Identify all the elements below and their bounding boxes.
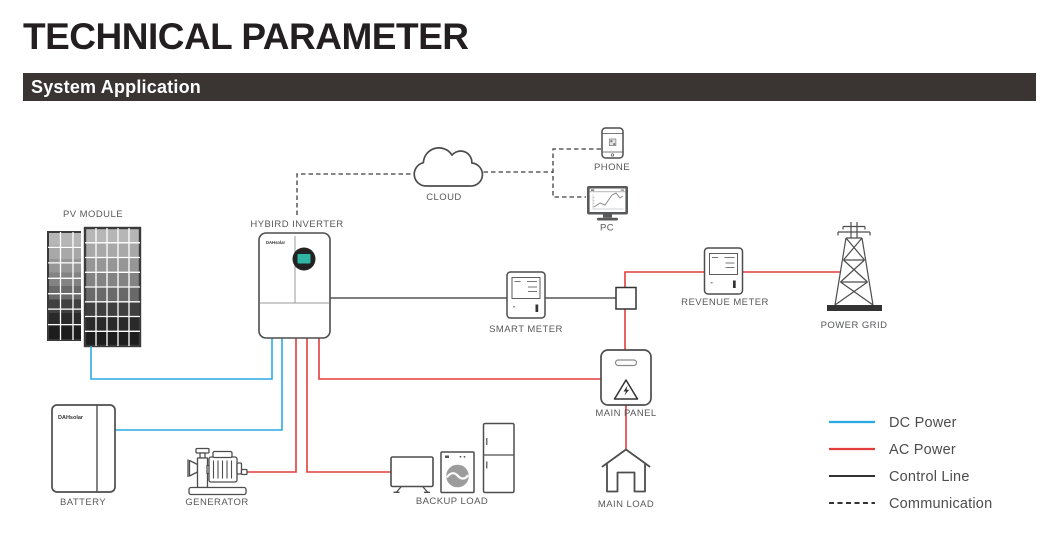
section-header: System Application	[23, 73, 1036, 101]
legend-item-communication: Communication	[829, 496, 992, 512]
smart-meter-icon	[506, 271, 546, 319]
revenue-meter-icon	[703, 247, 744, 295]
pc-icon	[587, 186, 628, 221]
main-load-label: MAIN LOAD	[598, 499, 654, 510]
wire-grid-run	[624, 271, 840, 350]
tv-icon	[390, 456, 434, 493]
wire-generator	[247, 338, 297, 473]
lightning-bolt-icon	[623, 385, 630, 396]
wire-inverter-to-main-panel	[318, 338, 601, 380]
warning-triangle-icon	[613, 379, 639, 400]
washing-machine-icon	[440, 451, 475, 494]
wire-inverter-to-cloud	[296, 173, 411, 215]
generator-icon	[187, 447, 248, 496]
battery-label: BATTERY	[60, 497, 106, 508]
inverter-label: HYBIRD INVERTER	[250, 219, 343, 230]
battery-brand-logo: DAHsolar	[58, 415, 84, 421]
power-grid-icon	[827, 222, 882, 311]
legend-item-control: Control Line	[829, 469, 970, 485]
section-header-label: System Application	[31, 76, 201, 97]
battery-icon: DAHsolar	[51, 404, 116, 493]
junction-box	[615, 286, 637, 310]
inverter-screen	[297, 254, 311, 264]
backup-load-label: BACKUP LOAD	[416, 496, 488, 507]
legend-label-dc: DC Power	[889, 415, 957, 431]
dc-power-wires	[90, 338, 283, 431]
pv-module-icon	[47, 224, 144, 350]
legend-item-ac: AC Power	[829, 442, 956, 458]
phone-icon	[601, 127, 624, 159]
smart-meter-label: SMART METER	[489, 324, 563, 335]
main-load-icon	[601, 448, 651, 493]
ac-power-wires	[247, 271, 840, 473]
cloud-label: CLOUD	[426, 192, 462, 203]
wire-backup-load	[306, 338, 391, 473]
legend-label-control: Control Line	[889, 469, 970, 485]
pv-module-label: PV MODULE	[63, 209, 123, 220]
legend-label-ac: AC Power	[889, 442, 956, 458]
phone-label: PHONE	[594, 162, 630, 173]
wire-battery-to-inverter	[113, 338, 283, 431]
communication-wires	[296, 148, 601, 215]
fridge-icon	[482, 422, 515, 494]
wire-pv-to-inverter	[90, 338, 273, 380]
generator-label: GENERATOR	[185, 497, 248, 508]
main-panel-icon	[600, 349, 652, 406]
legend-label-communication: Communication	[889, 496, 992, 512]
revenue-meter-label: REVENUE METER	[681, 297, 769, 308]
hybrid-inverter-icon: DAHsolar	[258, 232, 331, 339]
cloud-icon	[413, 147, 484, 187]
power-grid-label: POWER GRID	[821, 320, 888, 331]
pc-label: PC	[600, 223, 614, 234]
legend-item-dc: DC Power	[829, 415, 957, 431]
legend: DC Power AC Power Control Line Communica…	[829, 415, 992, 512]
wire-branch-phone-pc	[552, 148, 601, 198]
main-panel-label: MAIN PANEL	[595, 408, 656, 419]
page-title: TECHNICAL PARAMETER	[23, 16, 469, 57]
inverter-brand-logo: DAHsolar	[266, 240, 285, 245]
